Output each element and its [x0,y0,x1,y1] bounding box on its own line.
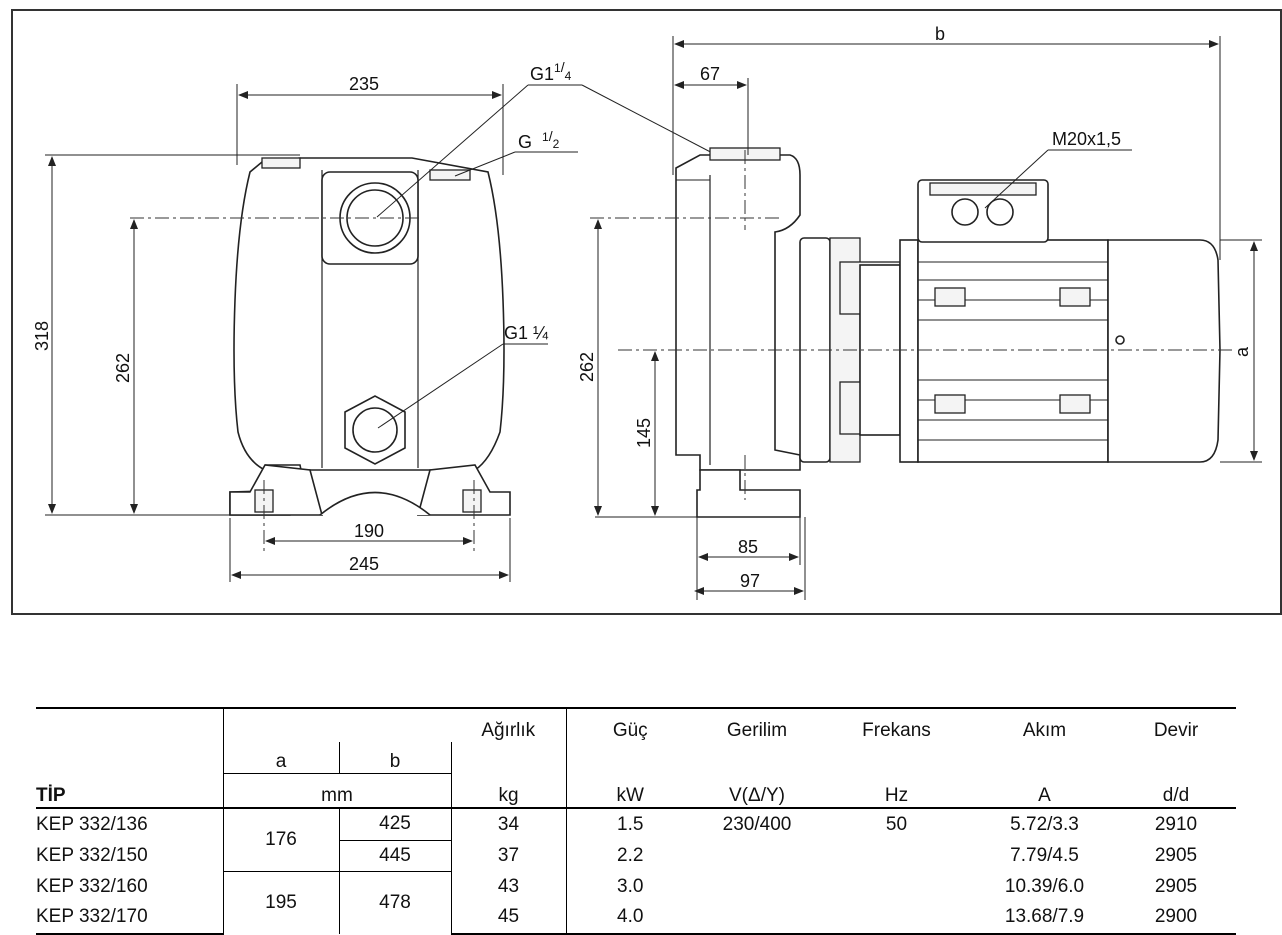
header-voltage-unit: V(Δ/Y) [694,773,820,809]
cell-weight: 34 [450,808,566,840]
header-weight: Ağırlık [451,707,566,742]
cell-tip: KEP 332/136 [36,813,148,835]
header-weight-unit: kg [450,773,566,809]
pump-casing-side [675,154,801,471]
cell-speed: 2905 [1154,844,1198,866]
label-port-outlet: G1 ¼ [504,323,549,343]
dim-85: 85 [738,537,758,557]
dim-145: 145 [634,418,654,448]
header-current-unit: A [973,773,1116,809]
cell-weight: 37 [450,840,566,872]
cell-current: 10.39/6.0 [1004,875,1085,897]
dim-97: 97 [740,571,760,591]
cell-tip: KEP 332/160 [36,875,148,897]
dim-318: 318 [32,321,52,351]
side-view: b 67 a 262 145 85 97 M20x1,5 [577,24,1262,600]
header-tip: TİP [36,773,223,809]
cell-b: 445 [338,840,451,872]
cell-power: 3.0 [565,871,694,902]
dim-245: 245 [349,554,379,574]
dim-262-side: 262 [577,352,597,382]
header-speed-unit: d/d [1116,773,1236,809]
cell-b: 425 [338,808,451,841]
dim-190: 190 [354,521,384,541]
pump-body-front [233,157,505,471]
cell-speed: 2905 [1154,875,1198,897]
motor-body [917,239,1109,463]
cell-voltage: 230/400 [722,813,792,835]
table-row: KEP 332/136 176 425 34 1.5 230/400 50 5.… [36,808,1236,872]
header-power-unit: kW [565,773,694,809]
cell-tip: KEP 332/150 [36,844,148,866]
cell-current: 7.79/4.5 [1010,844,1079,866]
cell-frequency: 50 [885,813,908,835]
spec-table: Ağırlık Güç Gerilim Frekans Akım Devir a… [36,707,1236,935]
header-frequency-unit: Hz [820,773,973,809]
header-frequency: Frekans [820,707,973,742]
cell-power: 1.5 [565,808,694,840]
dim-235: 235 [349,74,379,94]
cell-a: 176 [222,808,339,872]
drawing-frame [11,9,1282,615]
fan-cover [1107,239,1221,463]
dim-b: b [935,24,945,44]
header-power: Güç [565,707,694,742]
dim-67: 67 [700,64,720,84]
header-voltage: Gerilim [694,707,820,742]
cell-current: 5.72/3.3 [1010,813,1079,835]
table-row: KEP 332/150 445 37 2.2 7.79/4.5 2905 [36,840,1236,872]
cell-power: 2.2 [565,840,694,872]
header-current: Akım [973,707,1116,742]
cell-weight: 43 [450,871,566,902]
header-ab-unit: mm [222,773,451,809]
header-a: a [222,742,339,774]
label-port-top: G11/4 [530,59,572,84]
table-row: KEP 332/160 195 478 43 3.0 10.39/6.0 290… [36,871,1236,934]
cell-a: 195 [222,871,339,934]
cell-speed: 2910 [1154,813,1198,835]
cell-b: 478 [338,871,451,934]
header-speed: Devir [1116,707,1236,742]
label-cable-gland: M20x1,5 [1052,129,1121,149]
dim-262-front: 262 [113,353,133,383]
cell-current: 13.68/7.9 [973,902,1116,935]
dim-a: a [1232,346,1252,357]
header-b: b [338,742,451,774]
